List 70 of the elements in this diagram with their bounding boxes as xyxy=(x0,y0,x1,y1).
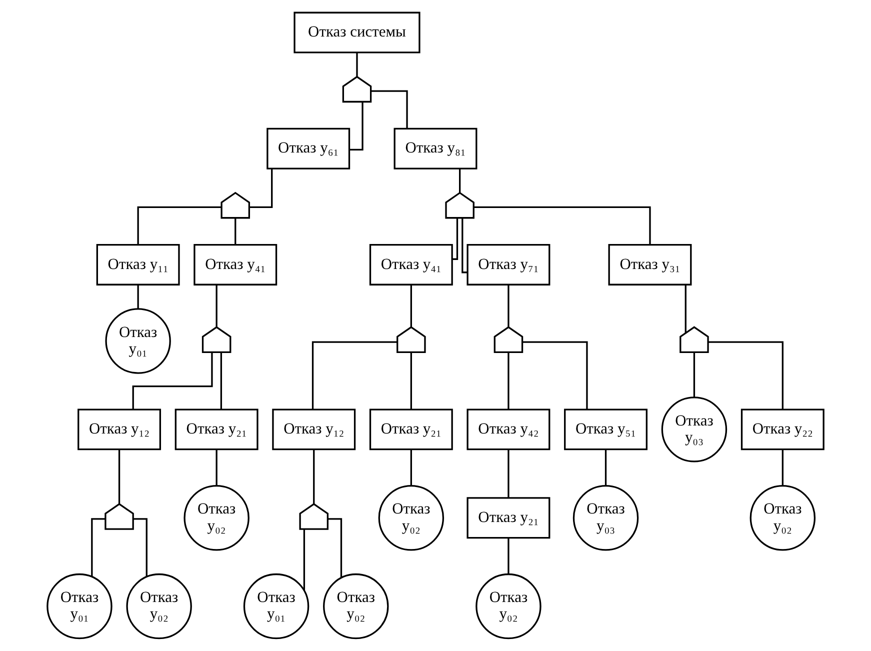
connector xyxy=(708,341,784,410)
connector xyxy=(684,284,686,333)
node-box: Отказ y₄₁ xyxy=(194,244,278,286)
node-circle: Отказ y₀₁ xyxy=(243,573,310,640)
connector xyxy=(508,284,510,327)
connector xyxy=(522,341,588,410)
node-gate xyxy=(202,326,232,354)
connector xyxy=(508,352,510,410)
connector xyxy=(133,518,148,577)
node-circle: Отказ y₀₁ xyxy=(105,308,171,374)
node-box: Отказ y₂₂ xyxy=(740,408,824,450)
node-box: Отказ системы xyxy=(294,12,420,54)
node-gate xyxy=(104,503,134,530)
node-gate xyxy=(342,76,372,103)
node-box: Отказ y₈₁ xyxy=(394,128,478,170)
connector xyxy=(604,450,607,486)
connector xyxy=(91,518,106,577)
node-box: Отказ y₁₂ xyxy=(272,408,356,450)
connector xyxy=(137,284,139,309)
node-circle: Отказ y₀₂ xyxy=(184,485,250,551)
connector xyxy=(462,218,468,274)
node-circle: Отказ y₀₁ xyxy=(46,573,112,640)
node-circle: Отказ y₀₂ xyxy=(476,573,542,640)
node-gate xyxy=(220,192,250,219)
connector xyxy=(782,450,784,486)
node-circle: Отказ y₀₃ xyxy=(661,396,728,462)
node-circle: Отказ y₀₂ xyxy=(378,485,444,551)
node-gate xyxy=(299,503,329,530)
node-circle: Отказ y₀₂ xyxy=(323,573,389,640)
connector xyxy=(216,450,218,486)
node-circle: Отказ y₀₃ xyxy=(572,485,639,551)
node-box: Отказ y₅₁ xyxy=(564,408,648,450)
node-box: Отказ y₂₁ xyxy=(466,497,550,539)
node-gate xyxy=(680,326,709,354)
connector xyxy=(234,218,236,244)
connector xyxy=(132,352,213,410)
connector xyxy=(508,538,510,574)
connector xyxy=(474,206,651,245)
node-gate xyxy=(494,326,524,354)
connector xyxy=(459,168,461,193)
node-box: Отказ y₄₂ xyxy=(466,408,550,450)
node-circle: Отказ y₀₂ xyxy=(750,485,816,551)
connector xyxy=(118,450,120,504)
node-box: Отказ y₁₁ xyxy=(96,244,180,286)
connector xyxy=(356,52,358,76)
node-box: Отказ y₇₁ xyxy=(466,244,550,286)
connector xyxy=(328,518,342,578)
connector xyxy=(693,352,696,398)
connector xyxy=(249,168,273,208)
connector xyxy=(410,352,412,410)
connector xyxy=(313,450,315,504)
connector xyxy=(410,284,412,327)
connector xyxy=(216,284,218,327)
connector xyxy=(137,206,222,245)
connector xyxy=(312,341,398,410)
connector xyxy=(303,529,306,590)
connector xyxy=(371,90,408,128)
connector xyxy=(220,352,222,410)
node-box: Отказ y₂₁ xyxy=(369,408,453,450)
node-box: Отказ y₁₂ xyxy=(78,408,162,450)
node-box: Отказ y₂₁ xyxy=(174,408,258,450)
node-box: Отказ y₄₁ xyxy=(369,244,453,286)
connector xyxy=(410,450,412,486)
connector xyxy=(508,450,510,498)
connector xyxy=(452,218,458,260)
node-circle: Отказ y₀₂ xyxy=(126,573,192,640)
node-box: Отказ y₆₁ xyxy=(266,128,350,170)
node-gate xyxy=(445,192,474,219)
node-box: Отказ y₃₁ xyxy=(608,244,692,286)
node-gate xyxy=(396,326,426,354)
